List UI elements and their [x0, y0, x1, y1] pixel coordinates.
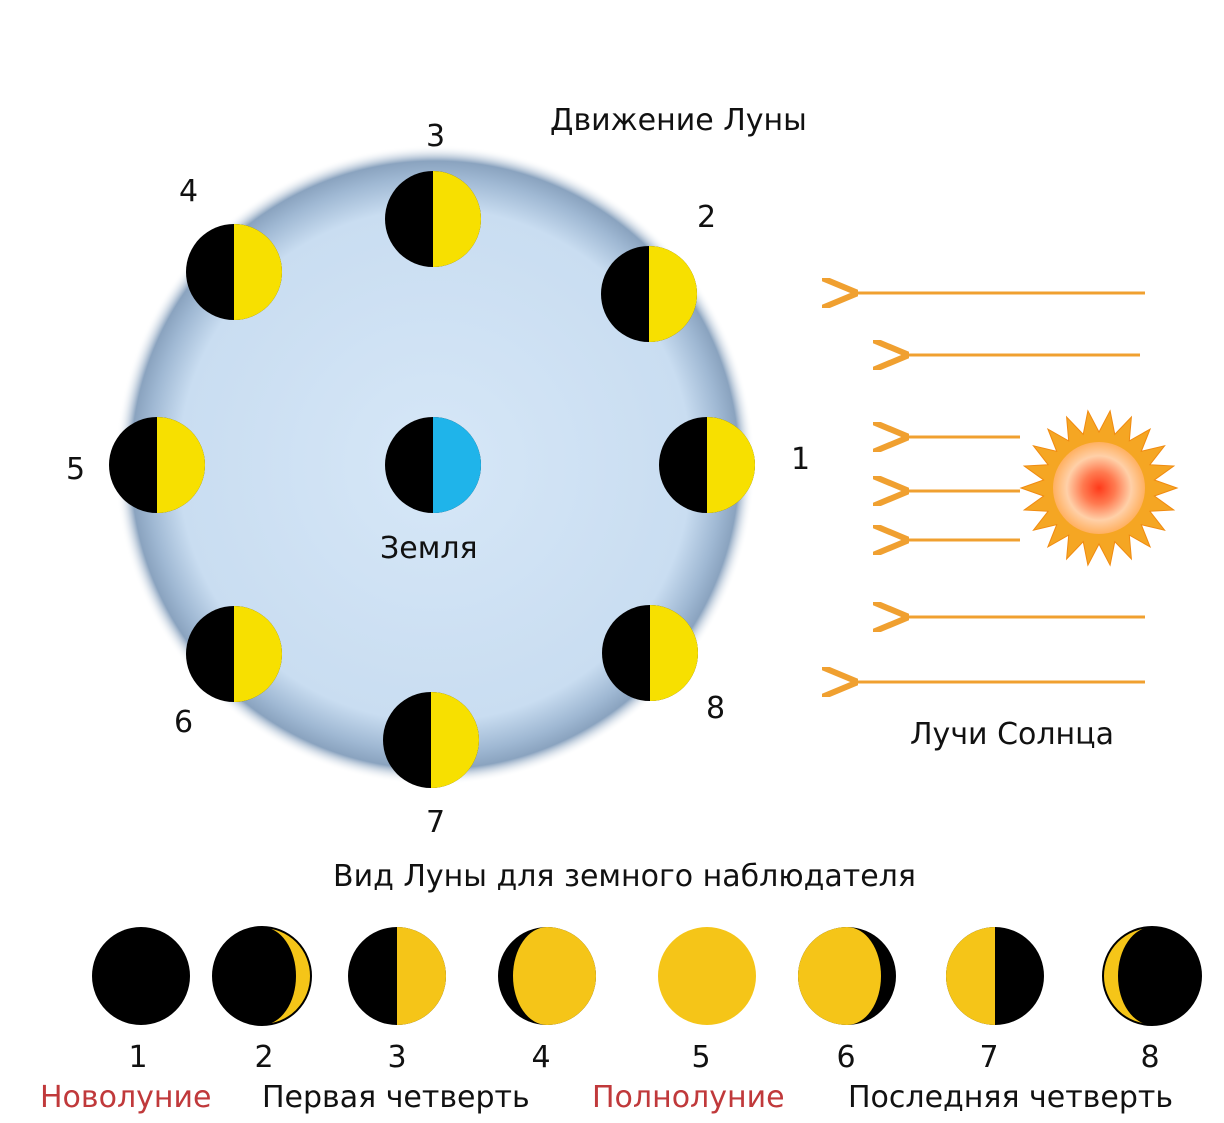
phase-moon-5 [658, 927, 756, 1025]
orbit-number-5: 5 [66, 455, 85, 485]
phase-name-last-quarter: Последняя четверть [848, 1083, 1173, 1113]
orbit-number-4: 4 [179, 177, 198, 207]
phase-name-full-moon: Полнолуние [592, 1083, 785, 1113]
earth-label: Земля [380, 534, 478, 564]
phase-number-7: 7 [969, 1043, 1009, 1073]
phase-number-3: 3 [377, 1043, 417, 1073]
orbit-moon-1 [659, 417, 755, 513]
phase-number-4: 4 [521, 1043, 561, 1073]
orbit-number-1: 1 [791, 445, 810, 475]
phase-moon-8 [1103, 927, 1201, 1025]
moon-motion-title: Движение Луны [550, 106, 807, 136]
orbit-moon-3 [385, 171, 481, 267]
phase-name-new-moon: Новолуние [40, 1083, 211, 1113]
observer-view-title: Вид Луны для земного наблюдателя [333, 862, 916, 892]
phase-name-first-quarter: Первая четверть [262, 1083, 530, 1113]
orbit-moon-2 [601, 246, 697, 342]
phase-moon-6 [798, 927, 896, 1025]
orbit-moon-4 [186, 224, 282, 320]
phase-number-1: 1 [118, 1043, 158, 1073]
phase-number-6: 6 [826, 1043, 866, 1073]
earth [385, 417, 481, 513]
sun-rays-label: Лучи Солнца [910, 720, 1114, 750]
phase-number-5: 5 [681, 1043, 721, 1073]
orbit-moon-5 [109, 417, 205, 513]
phase-number-8: 8 [1130, 1043, 1170, 1073]
orbit-number-6: 6 [174, 708, 193, 738]
orbit-moon-6 [186, 606, 282, 702]
orbit-moon-8 [602, 605, 698, 701]
orbit-number-7: 7 [426, 808, 445, 838]
orbit-number-2: 2 [697, 203, 716, 233]
phase-moon-4 [498, 927, 596, 1025]
phase-number-2: 2 [244, 1043, 284, 1073]
phase-moon-1 [92, 927, 190, 1025]
sun-icon [1021, 411, 1177, 565]
phase-moon-7 [946, 927, 1044, 1025]
phase-moon-2 [213, 927, 311, 1025]
orbit-number-8: 8 [706, 694, 725, 724]
phase-moon-3 [348, 927, 446, 1025]
orbit-moon-7 [383, 692, 479, 788]
orbit-number-3: 3 [426, 122, 445, 152]
